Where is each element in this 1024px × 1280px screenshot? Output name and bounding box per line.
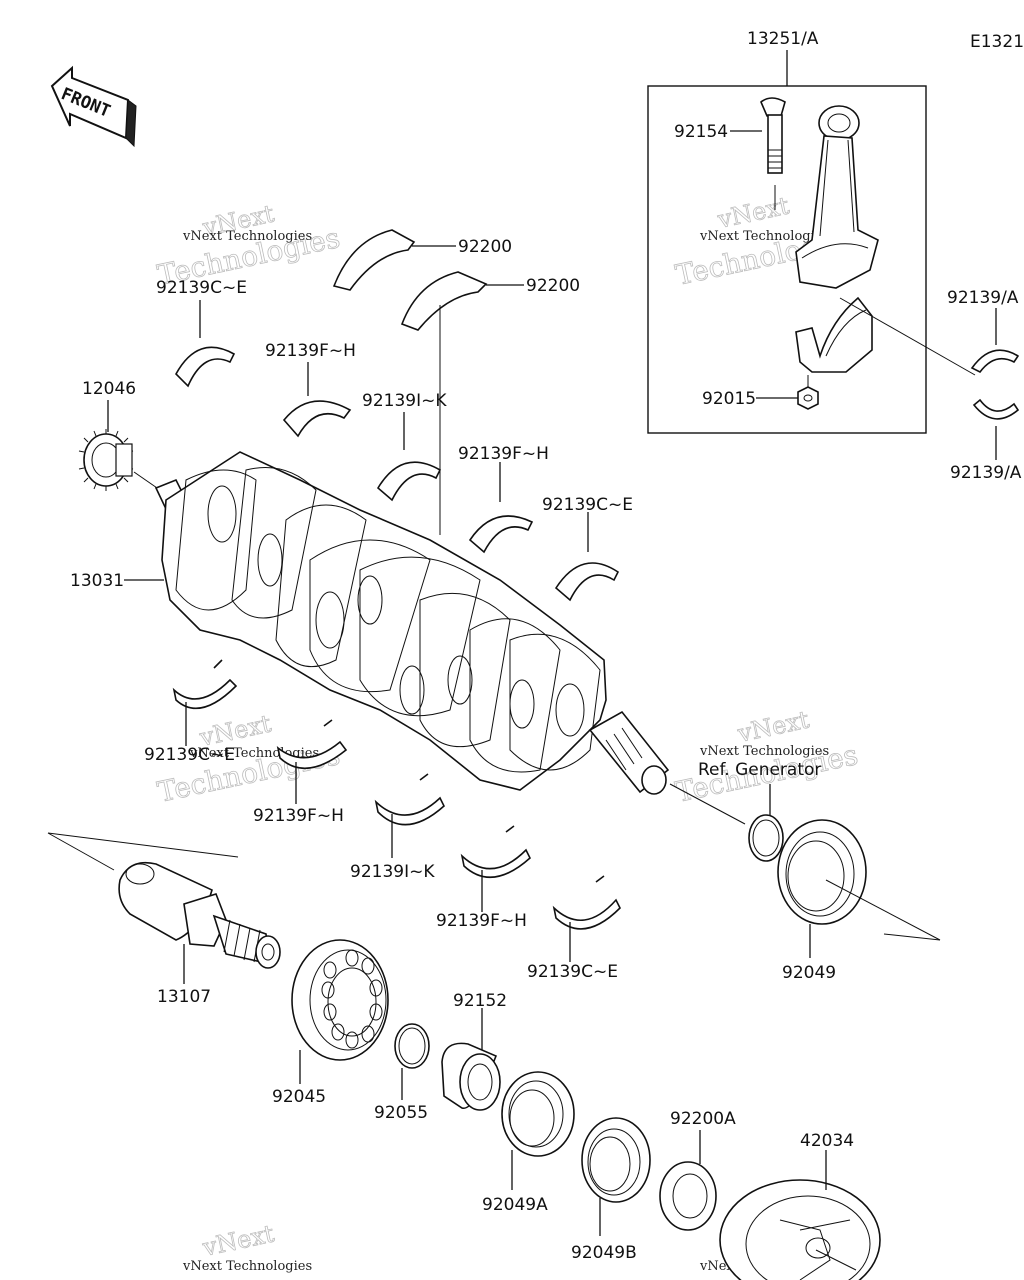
bearing-shell-lower-3	[374, 773, 445, 826]
label-92139FH-3: 92139F~H	[253, 806, 344, 826]
oil-seal-92049B	[581, 1117, 651, 1203]
label-92139CE-2: 92139C~E	[542, 495, 633, 515]
label-92200A: 92200A	[670, 1109, 736, 1129]
nut-92015	[797, 375, 819, 410]
label-92139CE-1: 92139C~E	[156, 278, 247, 298]
label-92045: 92045	[272, 1087, 326, 1107]
bearing-shell-upper-5	[554, 562, 620, 602]
bearing-shell-lower-5	[552, 875, 621, 930]
bearing-shell-lower-4	[460, 825, 531, 878]
label-92055: 92055	[374, 1103, 428, 1123]
connecting-rod	[795, 105, 879, 289]
bearing-shell-upper-3	[376, 461, 442, 502]
front-arrow-icon: FRONT	[50, 65, 137, 148]
bearing-shell-lower-1	[172, 659, 238, 710]
label-92139CE-3: 92139C~E	[144, 745, 235, 765]
bearing-92139A-upper	[970, 349, 1020, 374]
collar-92152	[441, 1042, 501, 1111]
washer-92200A	[659, 1161, 717, 1231]
label-92049B: 92049B	[571, 1243, 637, 1263]
label-92200-a: 92200	[458, 237, 512, 257]
label-92139FH-2: 92139F~H	[458, 444, 549, 464]
bearing-shell-upper-2	[282, 400, 352, 438]
label-12046: 12046	[82, 379, 136, 399]
svg-text:vNext Technologies: vNext Technologies	[699, 744, 829, 759]
gear-12046	[78, 429, 134, 491]
bearing-92045	[291, 939, 389, 1061]
bearing-shell-upper-4	[468, 515, 534, 554]
o-ring-generator	[748, 814, 784, 862]
bearing-92139A-lower	[972, 398, 1020, 420]
label-92152: 92152	[453, 991, 507, 1011]
conrod-cap	[795, 296, 873, 373]
label-13107: 13107	[157, 987, 211, 1007]
bearing-shell-upper-1	[175, 346, 236, 388]
svg-text:vNext: vNext	[714, 191, 792, 234]
rotor-42034	[719, 1179, 881, 1280]
svg-text:vNext Technologies: vNext Technologies	[182, 229, 312, 244]
svg-text:vNext: vNext	[199, 1219, 277, 1262]
svg-text:vNext Technologies: vNext Technologies	[182, 1259, 312, 1274]
label-92139CE-4: 92139C~E	[527, 962, 618, 982]
label-92154: 92154	[674, 122, 728, 142]
label-13251: 13251/A	[747, 29, 819, 49]
label-92200-b: 92200	[526, 276, 580, 296]
label-13031: 13031	[70, 571, 124, 591]
oil-seal-92049A	[501, 1071, 575, 1157]
svg-text:vNext Technologies: vNext Technologies	[699, 229, 829, 244]
label-92015: 92015	[702, 389, 756, 409]
label-92139A-top: 92139/A	[947, 288, 1019, 308]
o-ring-92055	[394, 1023, 430, 1069]
label-92139IK-1: 92139I~K	[362, 391, 447, 411]
label-92049: 92049	[782, 963, 836, 983]
bearing-shell-lower-2	[276, 719, 348, 770]
label-92139FH-4: 92139F~H	[436, 911, 527, 931]
ref-generator-note: Ref. Generator	[698, 760, 821, 780]
diagram-id: E1321	[970, 32, 1024, 52]
label-92049A: 92049A	[482, 1195, 548, 1215]
thrust-washer-92200-a	[332, 229, 416, 291]
label-42034: 42034	[800, 1131, 854, 1151]
oil-seal-92049	[777, 819, 867, 925]
label-92139IK-2: 92139I~K	[350, 862, 435, 882]
label-92139FH-1: 92139F~H	[265, 341, 356, 361]
conrod-assembly-group: 13251/A 92154 9	[647, 29, 976, 434]
conrod-bolt-92154	[760, 97, 786, 174]
svg-text:vNext: vNext	[734, 705, 812, 748]
label-92139A-bottom: 92139/A	[950, 463, 1022, 483]
thrust-washer-92200-b	[400, 271, 488, 331]
crankshaft-13031	[154, 451, 670, 795]
shaft-13107	[47, 832, 281, 969]
